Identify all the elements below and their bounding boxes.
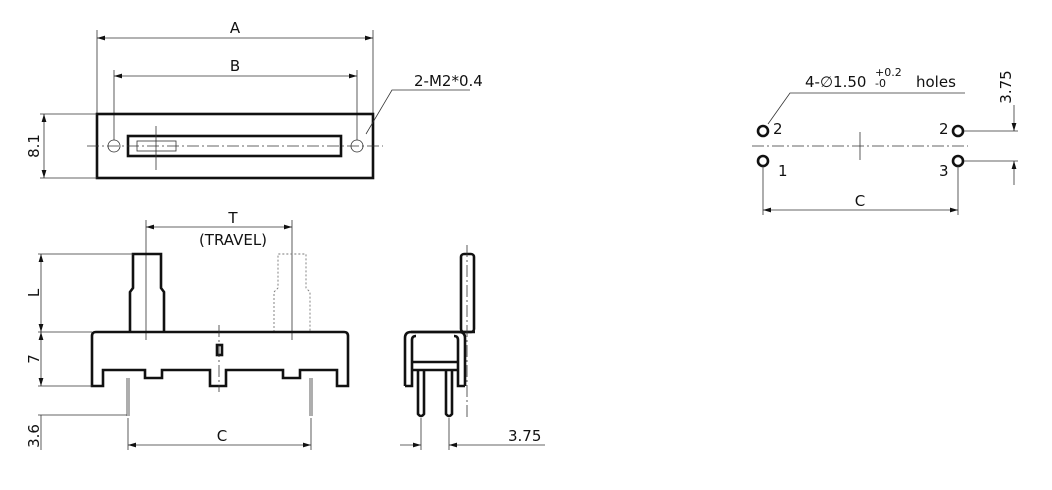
dim-b-label: B [230,57,240,75]
dim-a-label: A [230,19,241,37]
body-front [90,330,350,388]
pcb-hole [756,154,770,168]
side-view: 3.75 [400,245,545,450]
dim-height-label: 8.1 [25,134,43,158]
pcb-hole [951,154,965,168]
hole-word: holes [916,73,956,91]
top-view: A B 8.1 2-M2*0.4 [25,19,483,180]
pin-label: 3 [939,162,949,180]
dim-lever-label: L [25,288,43,297]
lever-end-position [273,253,311,332]
tolerance-minus: -0 [875,77,886,90]
pin-label: 1 [778,162,788,180]
dim-body-label: 7 [25,354,43,364]
dim-travel-label: T [227,209,238,227]
mount-note: 2-M2*0.4 [414,72,483,90]
pins-side [416,370,454,418]
dim-pin-label: 3.6 [25,424,43,448]
pcb-dim-row-label: 3.75 [997,70,1015,103]
pcb-hole [951,124,965,138]
pin-label: 2 [939,120,949,138]
lever [128,252,166,332]
travel-note: (TRAVEL) [199,231,267,249]
dim-pitch-label: C [217,427,227,445]
front-view: T (TRAVEL) L 7 3.6 C [25,209,350,450]
dim-pin-spacing-label: 3.75 [508,427,541,445]
pcb-dim-pitch-label: C [855,192,865,210]
pin-label: 2 [773,120,783,138]
tolerance-plus: +0.2 [875,66,902,79]
pcb-layout: 4-∅1.50 +0.2 -0 holes 2 1 2 3 C 3.75 [752,66,1018,215]
hole-note: 4-∅1.50 [805,73,866,91]
lever-side [459,252,476,334]
pcb-hole [756,124,770,138]
